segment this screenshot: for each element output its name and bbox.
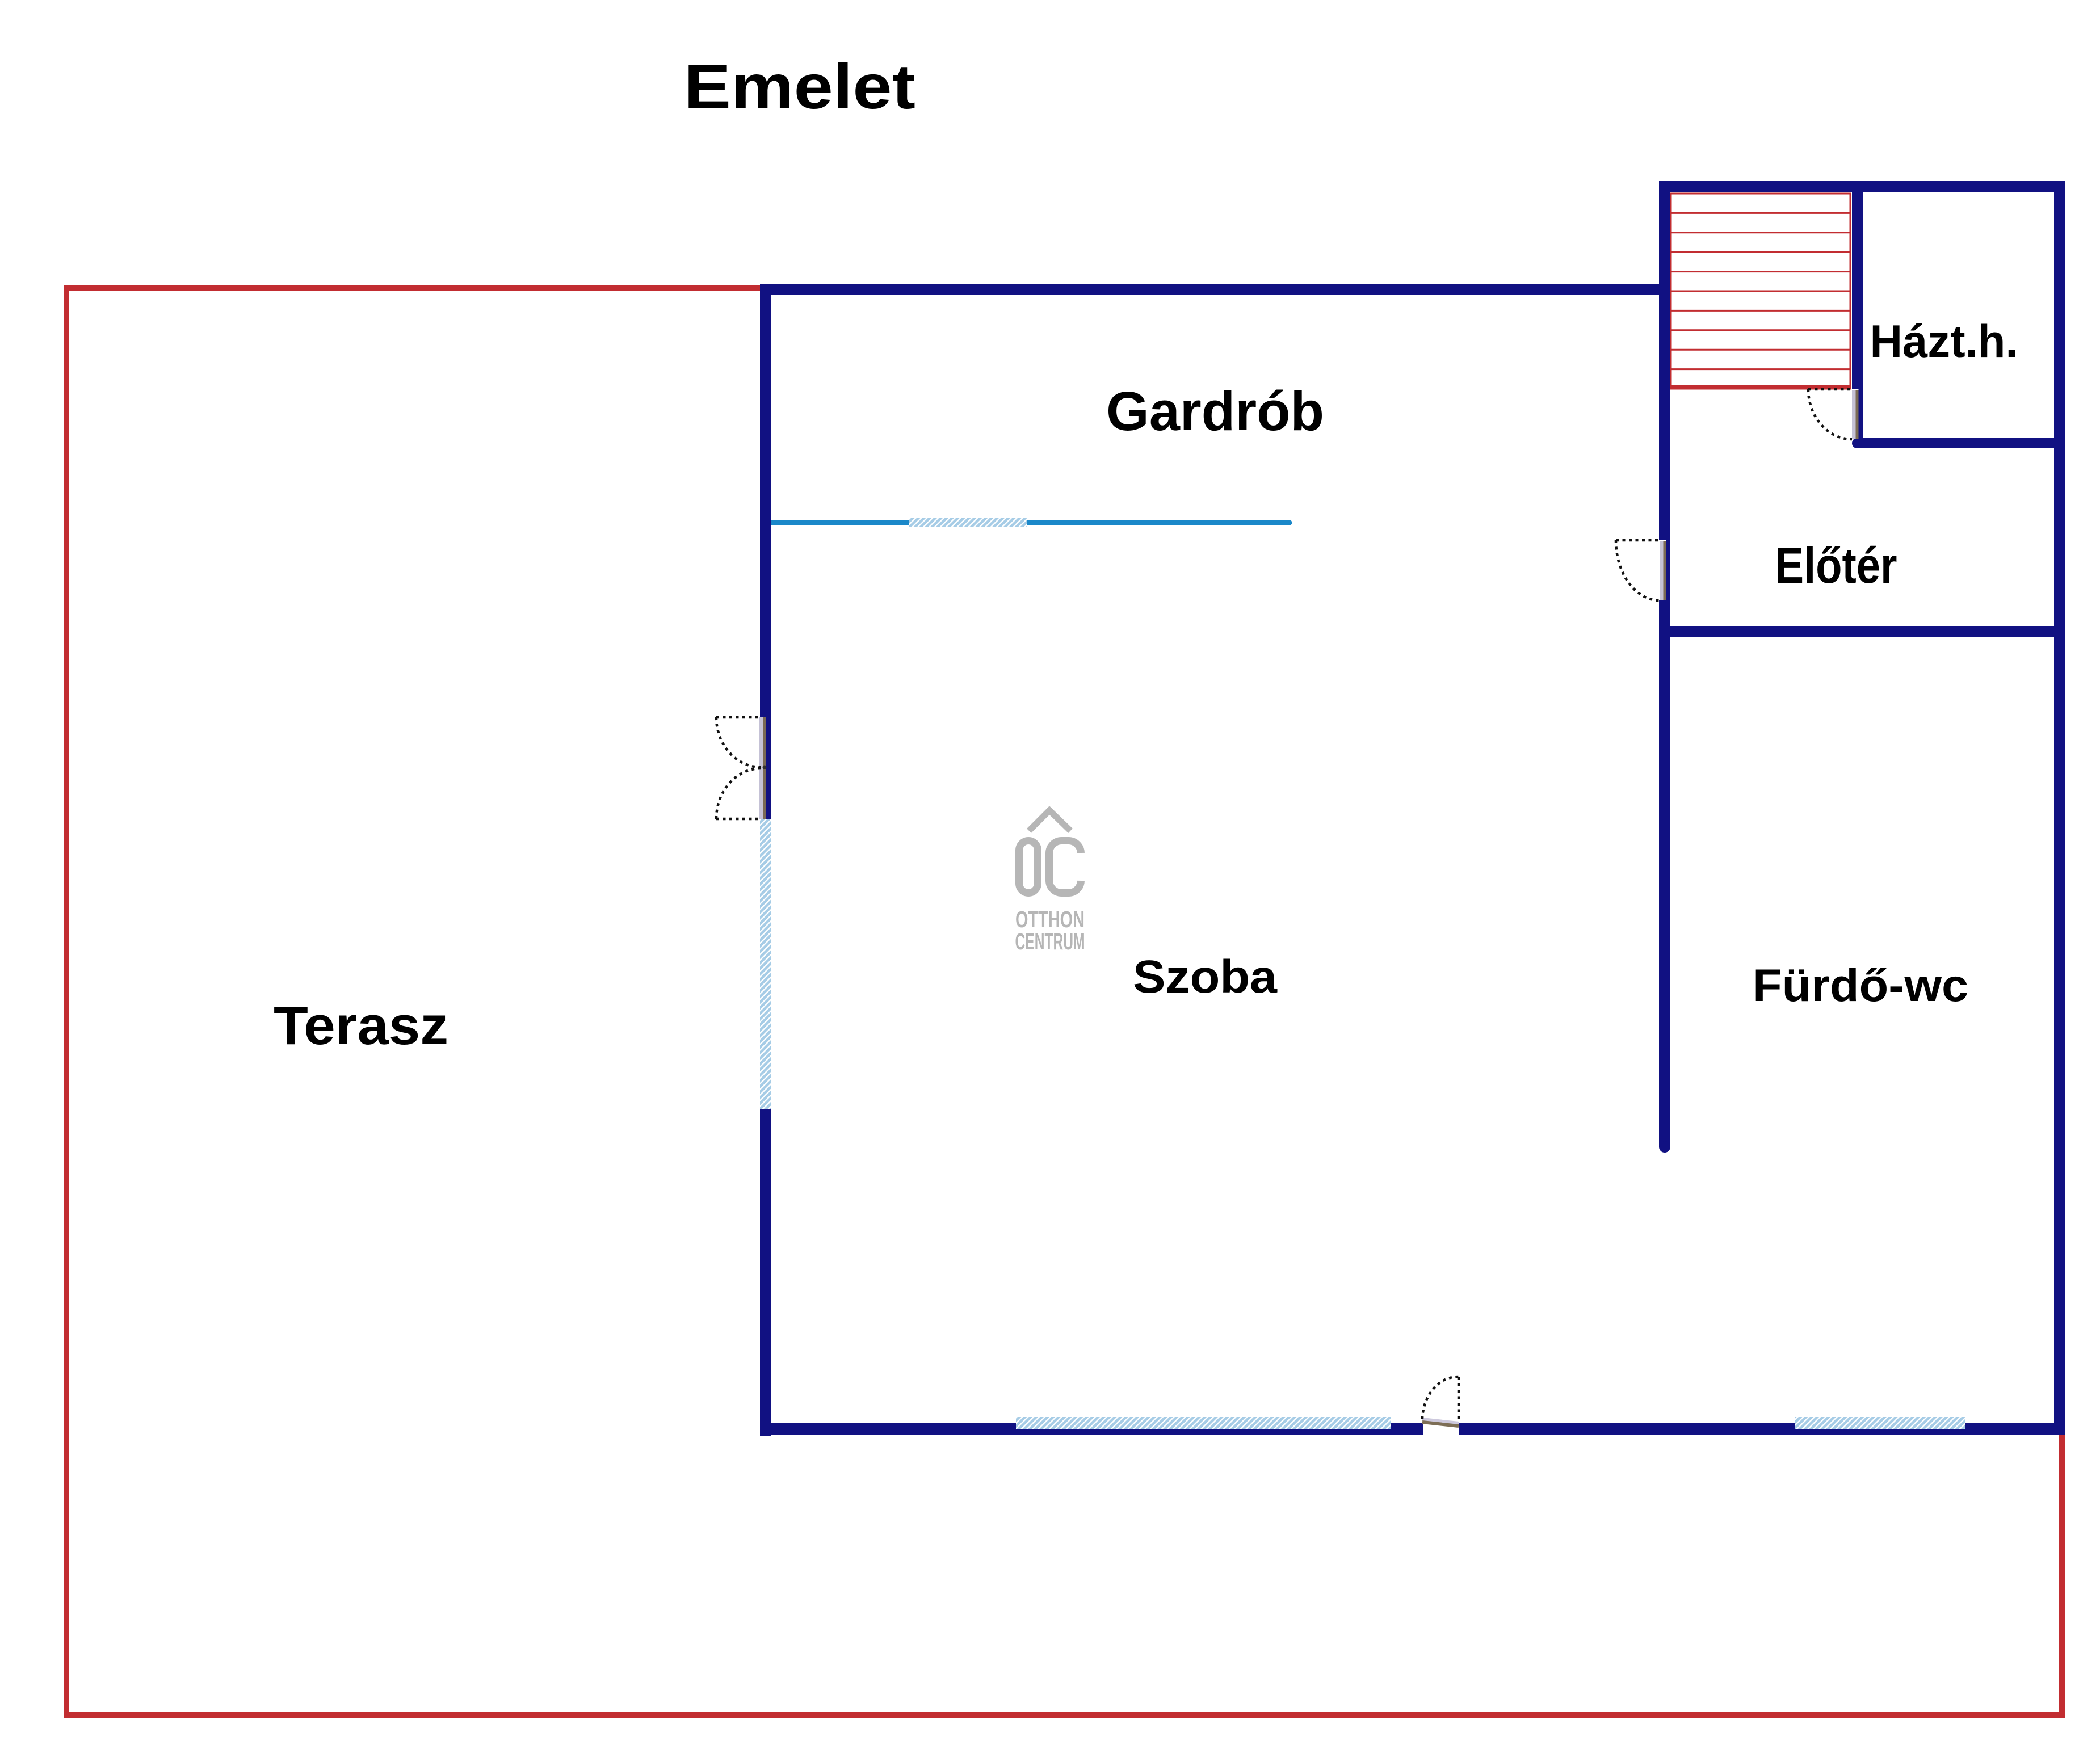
svg-text:OTTHON: OTTHON	[1015, 906, 1085, 932]
svg-text:Gardrób: Gardrób	[1106, 380, 1324, 442]
svg-text:Házt.h.: Házt.h.	[1870, 316, 2018, 367]
svg-text:Emelet: Emelet	[684, 52, 915, 122]
svg-text:CENTRUM: CENTRUM	[1015, 929, 1085, 955]
svg-text:Szoba: Szoba	[1133, 951, 1278, 1003]
svg-text:Előtér: Előtér	[1775, 537, 1897, 594]
svg-text:Terasz: Terasz	[274, 995, 448, 1056]
svg-text:Fürdő-wc: Fürdő-wc	[1753, 960, 1968, 1011]
